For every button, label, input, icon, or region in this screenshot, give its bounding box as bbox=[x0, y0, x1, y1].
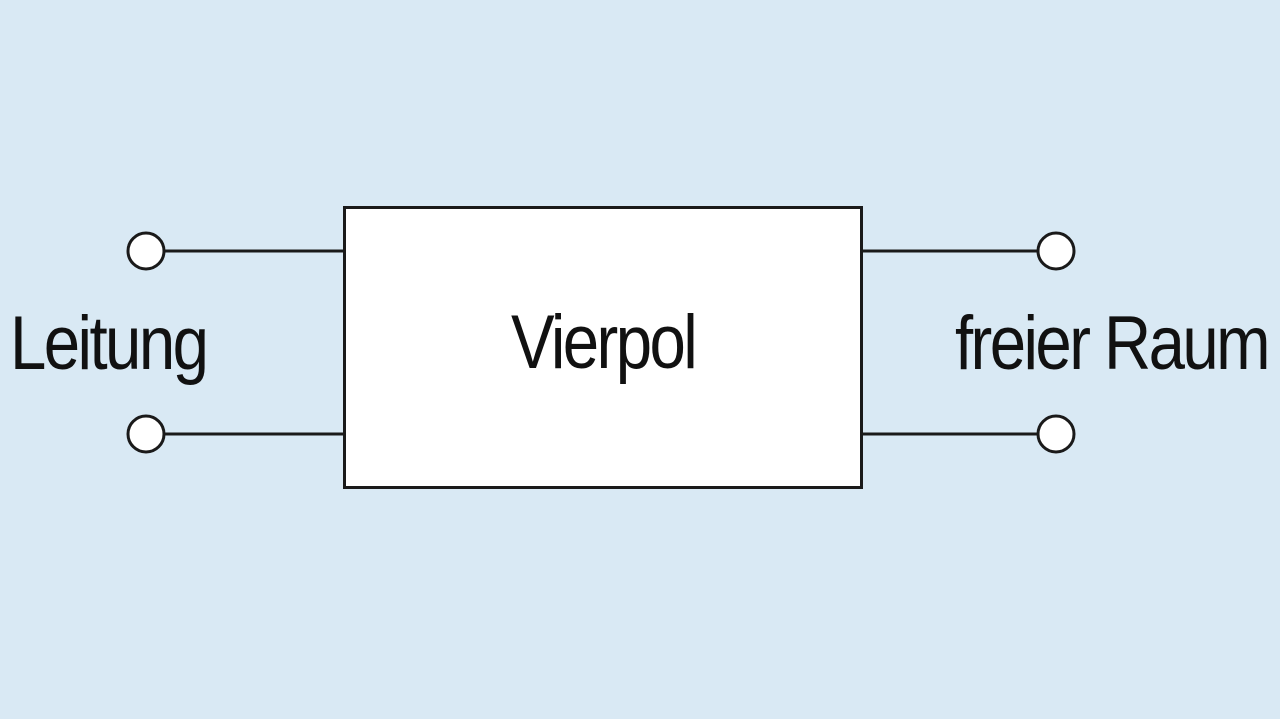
output-terminal-top bbox=[1036, 231, 1076, 271]
block-label: Vierpol bbox=[510, 299, 698, 385]
output-label: freier Raum bbox=[954, 301, 1271, 386]
input-terminal-bottom bbox=[126, 414, 166, 454]
two-port-block: Vierpol bbox=[343, 206, 863, 489]
output-terminal-bottom bbox=[1036, 414, 1076, 454]
input-label: Leitung bbox=[10, 301, 209, 386]
input-terminal-top bbox=[126, 231, 166, 271]
